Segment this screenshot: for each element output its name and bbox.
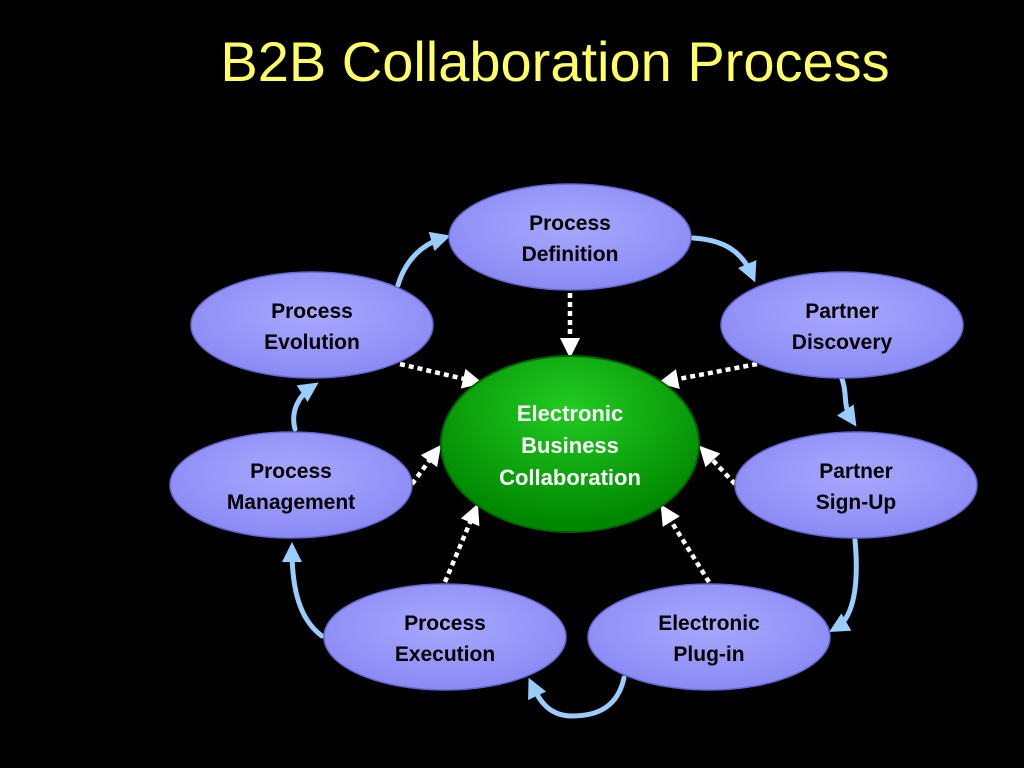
dotted-arrow-discovery [658,361,758,390]
arrow-signup-to-plugin [829,537,859,632]
arrow-discovery-to-signup [837,376,857,427]
node-process-evolution: Process Evolution [190,271,434,379]
node-process-definition: Process Definition [448,183,692,291]
node-label-line2: Management [227,491,355,514]
node-partner-signup: Partner Sign-Up [734,431,978,539]
center-label-line3: Collaboration [499,465,641,490]
node-label-line1: Electronic [658,612,760,635]
node-electronic-plugin: Electronic Plug-in [587,583,831,691]
center-label-line1: Electronic [517,401,623,426]
center-node: Electronic Business Collaboration [440,355,700,533]
node-label-line2: Sign-Up [816,491,896,514]
dotted-arrow-plugin [660,504,711,584]
arrow-definition-to-discovery [690,235,757,283]
node-label-line2: Definition [522,243,619,266]
dotted-arrow-management [410,444,442,486]
node-label-line1: Partner [819,460,893,483]
node-label-line1: Process [250,460,332,483]
node-partner-discovery: Partner Discovery [720,271,964,379]
node-label-line1: Partner [805,300,879,323]
node-label-line2: Plug-in [673,643,744,666]
node-process-management: Process Management [169,431,413,539]
arrow-management-to-evolution [291,382,319,432]
node-label-line2: Evolution [264,331,360,354]
center-label-line2: Business [521,433,619,458]
dotted-arrows [399,293,758,584]
dotted-arrow-signup [699,445,737,486]
arrow-execution-to-management [282,542,325,639]
arrow-plugin-to-execution [528,675,627,719]
dotted-arrow-evolution [399,361,483,389]
node-label-line2: Discovery [792,331,893,354]
node-label-line1: Process [404,612,486,635]
node-label-line2: Execution [395,643,495,666]
slide-title: B2B Collaboration Process [220,30,890,93]
node-label-line1: Process [271,300,353,323]
node-process-execution: Process Execution [323,583,567,691]
arrow-evolution-to-definition [395,231,451,288]
dotted-arrow-execution [442,503,480,583]
cycle-arrows [282,231,859,719]
node-label-line1: Process [529,212,611,235]
